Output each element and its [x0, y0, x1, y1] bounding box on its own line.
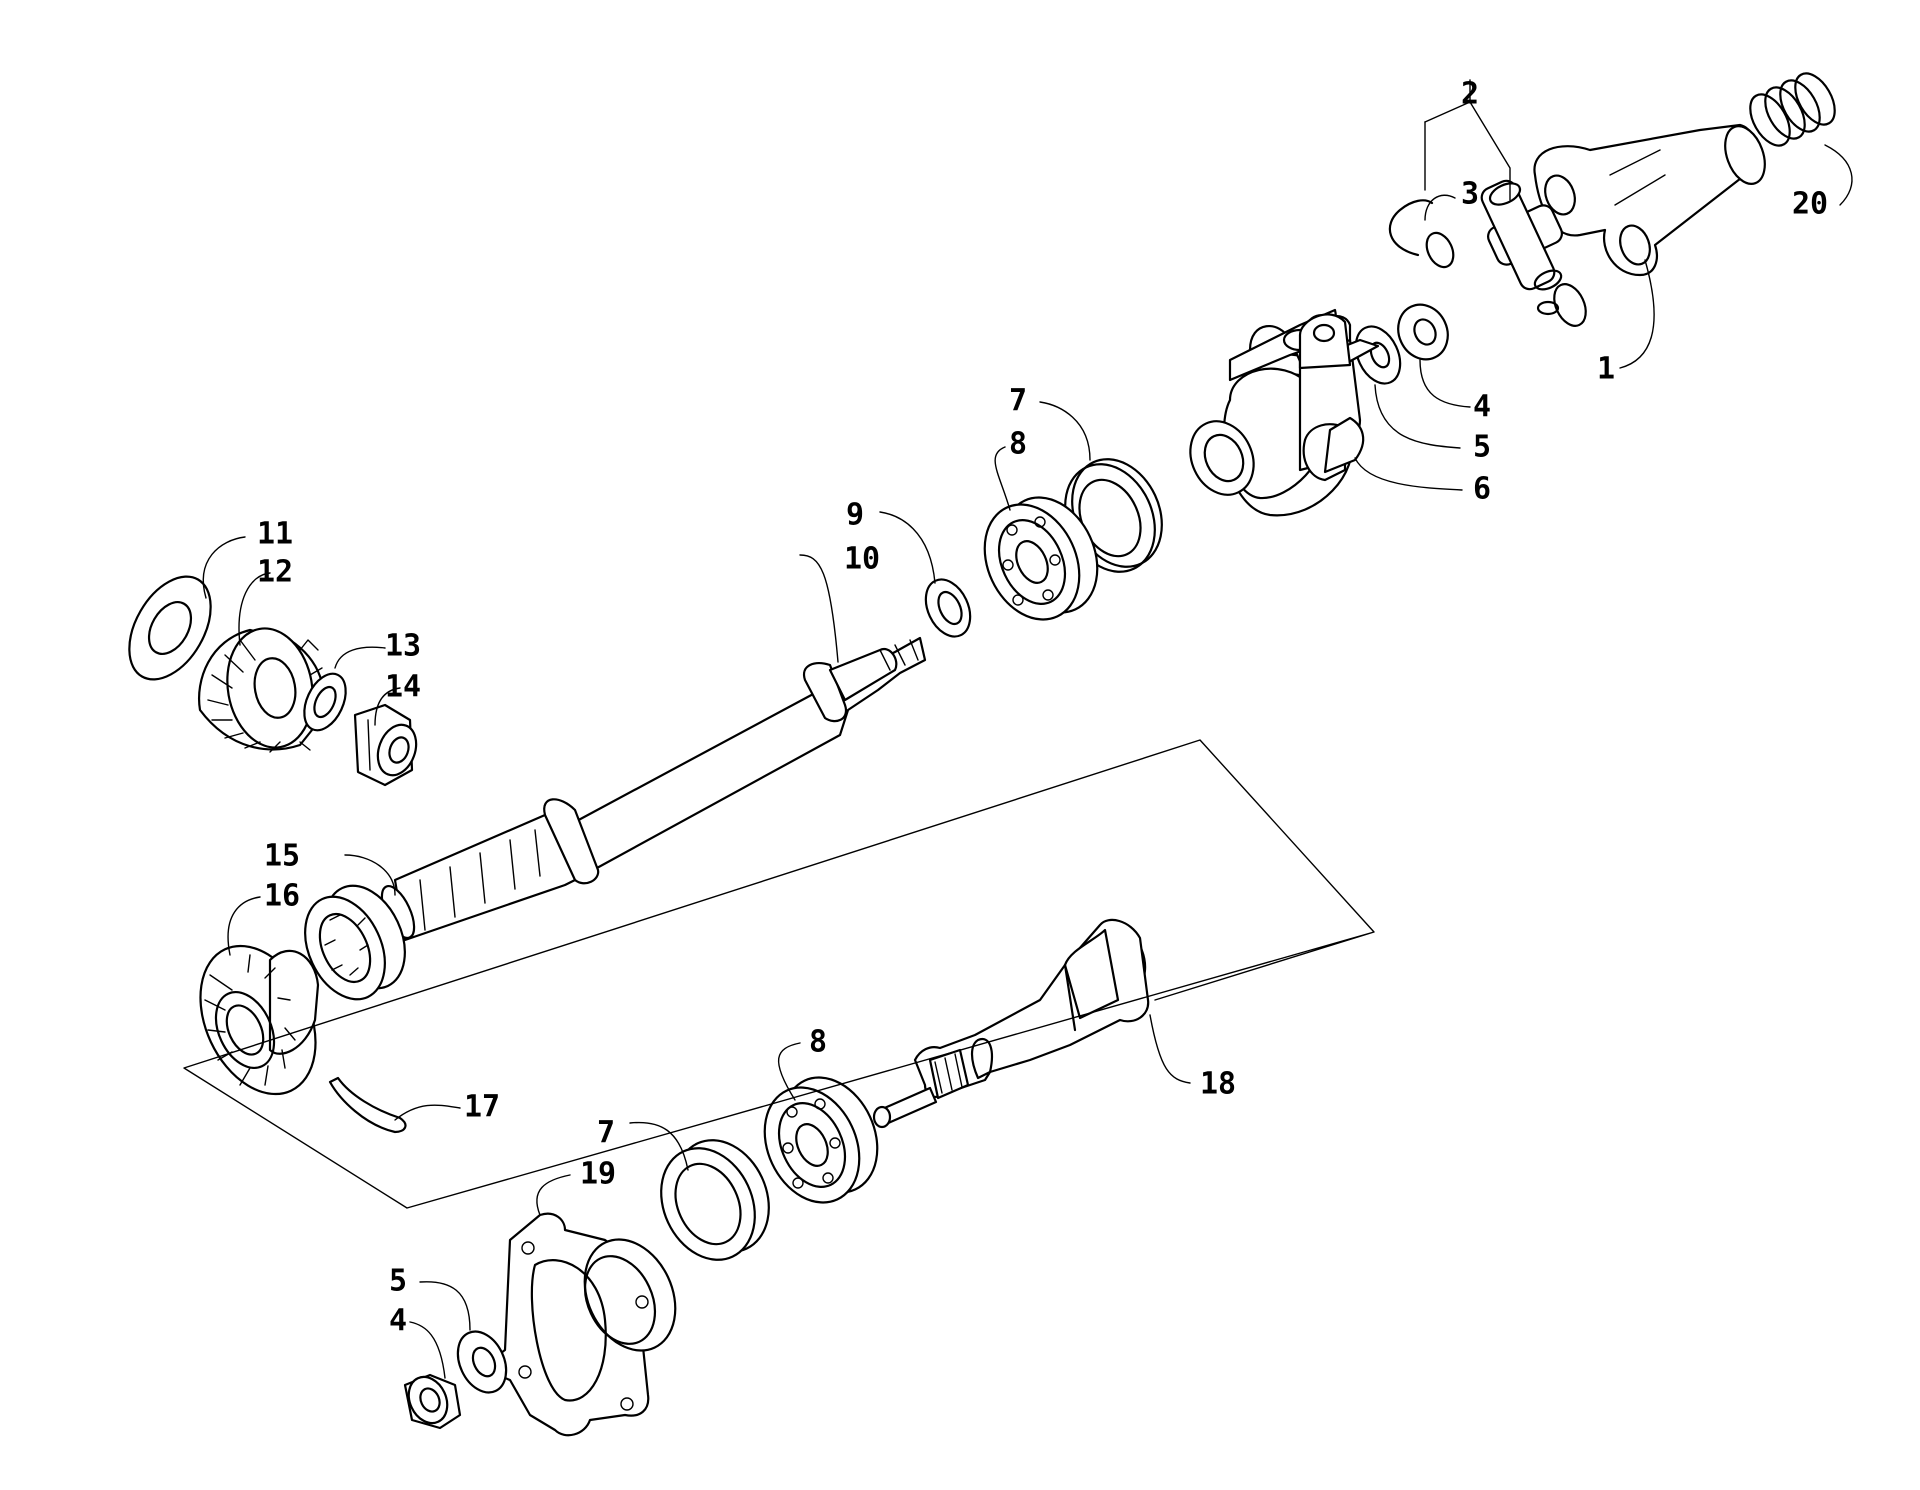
output-shaft-part: [872, 918, 1150, 1129]
callout-2: 2: [1461, 77, 1479, 112]
callout-3: 3: [1461, 177, 1479, 212]
callout-5-upper: 5: [1473, 430, 1491, 465]
circlip-part: [1388, 199, 1434, 257]
callout-14: 14: [385, 670, 421, 705]
washer-part-lower: [456, 1330, 508, 1394]
bearing-part-upper: [983, 496, 1099, 621]
cross-joint-part: [1425, 179, 1587, 327]
callout-20: 20: [1792, 187, 1828, 222]
callout-9: 9: [846, 498, 864, 533]
flange-yoke-ears: [1298, 313, 1365, 474]
nut-part-lower: [403, 1373, 462, 1430]
callout-13: 13: [385, 629, 421, 664]
callout-17: 17: [464, 1090, 500, 1125]
bearing-part-lower: [763, 1076, 879, 1204]
callout-16: 16: [264, 879, 300, 914]
flange-yoke-part: [1189, 308, 1380, 517]
callout-1: 1: [1597, 352, 1615, 387]
callout-15: 15: [264, 839, 300, 874]
callout-4-upper: 4: [1473, 390, 1491, 425]
callout-8-upper: 8: [1009, 427, 1027, 462]
pinion-gear-part: [198, 627, 329, 753]
callout-12: 12: [257, 555, 293, 590]
callout-18: 18: [1200, 1067, 1236, 1102]
callout-7-lower: 7: [597, 1116, 615, 1151]
thrust-washer-part: [128, 575, 212, 681]
seal-part-lower: [660, 1139, 770, 1261]
callout-19: 19: [580, 1157, 616, 1192]
callout-7-upper: 7: [1009, 384, 1027, 419]
callout-labels: 1 2 3 4 5 6 7 8 9 10 11 12 13 14 15 16 1…: [257, 77, 1828, 1339]
callout-10: 10: [844, 542, 880, 577]
leader-lines: [202, 79, 1853, 1379]
callout-11: 11: [257, 517, 293, 552]
yoke-part: [1533, 123, 1766, 277]
callout-4-lower: 4: [389, 1304, 407, 1339]
small-washer-part: [303, 672, 347, 732]
spacer-washer-part: [924, 578, 972, 638]
assembly-bracket-line: [183, 739, 1375, 1209]
callout-8-lower: 8: [809, 1025, 827, 1060]
pinion-nut-part: [353, 703, 418, 787]
bearing-housing-part: [494, 1212, 677, 1437]
nut-part-upper: [1397, 303, 1449, 361]
main-shaft-part: [380, 636, 927, 942]
washer-part-upper: [1354, 325, 1402, 385]
callout-5-lower: 5: [389, 1264, 407, 1299]
needle-bearing-part: [304, 884, 406, 1001]
snap-ring-part: [328, 1076, 407, 1134]
spring-part: [1749, 72, 1836, 147]
callout-6: 6: [1473, 472, 1491, 507]
